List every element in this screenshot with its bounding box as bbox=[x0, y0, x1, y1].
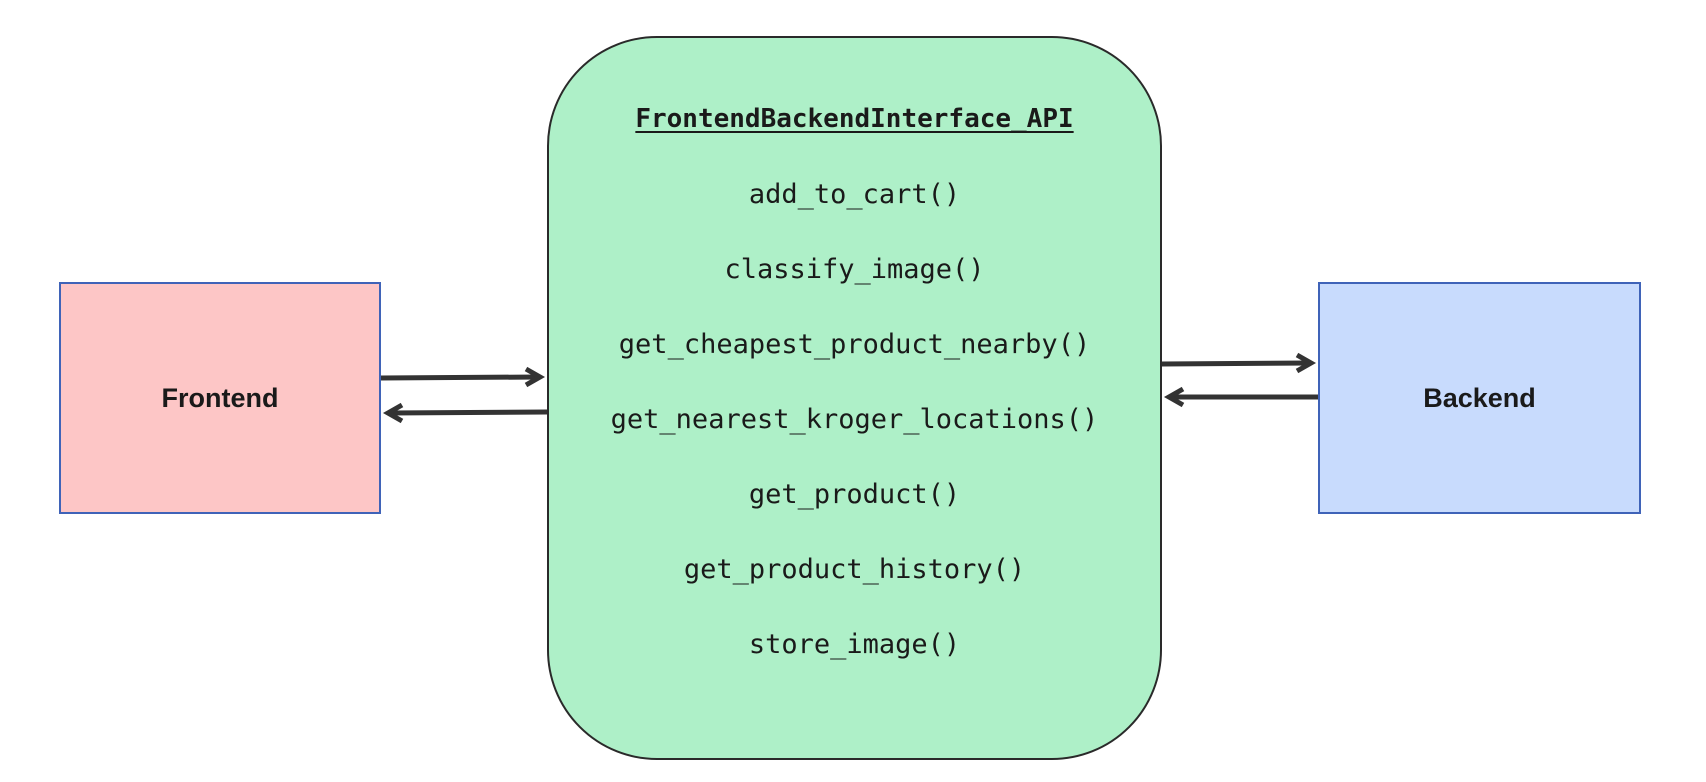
frontend-label: Frontend bbox=[161, 382, 279, 413]
api-method: store_image() bbox=[748, 629, 961, 660]
api-method: get_cheapest_product_nearby() bbox=[618, 329, 1091, 360]
arrow-backend-to-api bbox=[1163, 386, 1318, 408]
backend-box: Backend bbox=[1318, 282, 1641, 514]
api-box: FrontendBackendInterface_API add_to_cart… bbox=[547, 36, 1162, 760]
frontend-box: Frontend bbox=[59, 282, 381, 514]
api-method: classify_image() bbox=[724, 254, 985, 285]
arrow-api-to-backend bbox=[1161, 352, 1317, 374]
backend-label: Backend bbox=[1423, 382, 1536, 413]
arrow-api-to-frontend bbox=[382, 402, 548, 424]
api-method: add_to_cart() bbox=[748, 179, 961, 210]
api-method: get_product_history() bbox=[683, 554, 1026, 585]
api-title: FrontendBackendInterface_API bbox=[635, 104, 1074, 134]
api-method: get_nearest_kroger_locations() bbox=[610, 404, 1099, 435]
arrow-frontend-to-api bbox=[380, 366, 546, 388]
api-method: get_product() bbox=[748, 479, 961, 510]
